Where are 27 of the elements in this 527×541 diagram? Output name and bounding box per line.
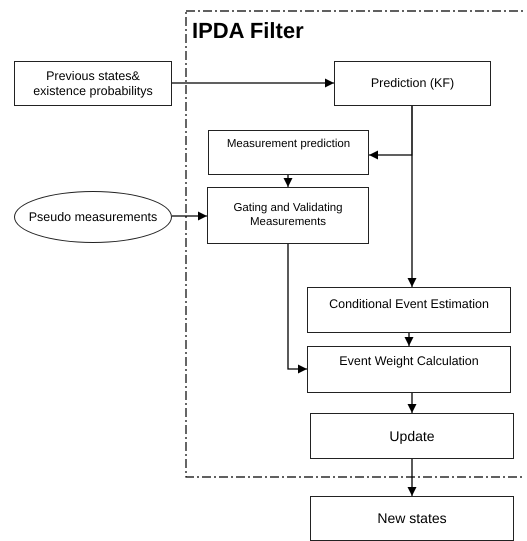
process-box bbox=[14, 61, 172, 106]
process-box bbox=[310, 413, 514, 459]
node-label: Previous states& existence probabilitys bbox=[32, 68, 154, 98]
arrow bbox=[287, 244, 307, 374]
arrow bbox=[284, 175, 292, 187]
process-box bbox=[334, 61, 491, 106]
arrow bbox=[408, 393, 416, 413]
arrow bbox=[172, 78, 334, 88]
node-label: Pseudo measurements bbox=[28, 210, 158, 224]
node-label: Gating and Validating Measurements bbox=[232, 202, 344, 230]
group-title: IPDA Filter bbox=[192, 18, 304, 44]
process-box bbox=[310, 496, 514, 541]
filter-group bbox=[185, 10, 524, 478]
node-label: Prediction (KF) bbox=[370, 76, 456, 91]
process-box bbox=[307, 287, 511, 333]
node-label: Event Weight Calculation bbox=[338, 354, 480, 369]
node-label: New states bbox=[376, 510, 448, 527]
node-label: Conditional Event Estimation bbox=[328, 297, 490, 312]
arrow bbox=[172, 212, 207, 220]
process-box bbox=[207, 187, 369, 244]
arrow bbox=[404, 333, 414, 346]
process-box bbox=[208, 130, 369, 175]
process-box bbox=[307, 346, 511, 393]
arrow bbox=[408, 459, 416, 496]
node-label: Update bbox=[388, 428, 436, 444]
node-label: Measurement prediction bbox=[226, 138, 352, 152]
arrow bbox=[408, 106, 416, 287]
